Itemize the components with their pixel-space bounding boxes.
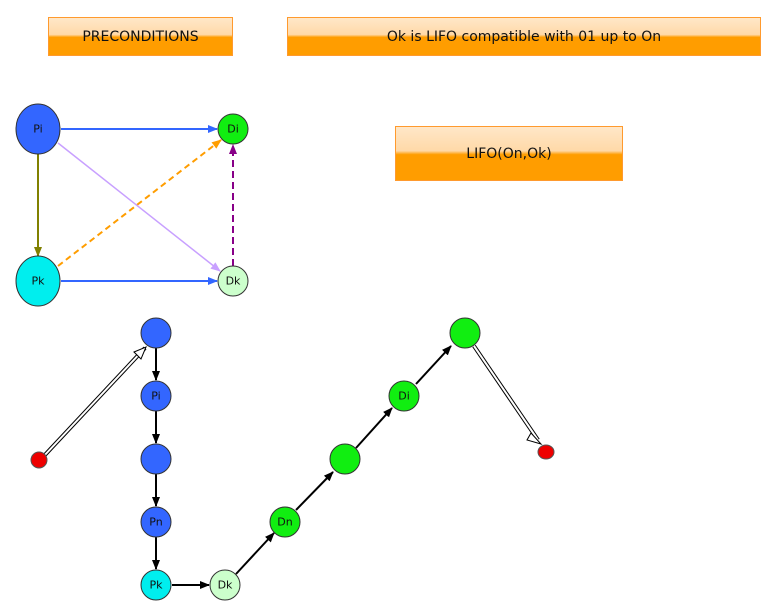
edge-pi-dk xyxy=(57,142,221,272)
lifo-label: LIFO(On,Ok) xyxy=(466,145,552,162)
node-pk-bottom-label: Pk xyxy=(149,579,163,592)
node-di-bottom-label: Di xyxy=(398,390,410,403)
node-di-bottom: Di xyxy=(388,380,420,412)
node-pi-label: Pi xyxy=(33,123,42,136)
node-di-label: Di xyxy=(227,123,239,136)
node-dn: Dn xyxy=(269,506,301,538)
node-dk-label: Dk xyxy=(226,275,241,288)
node-pi-bottom: Pi xyxy=(140,380,172,412)
node-pk: Pk xyxy=(15,255,61,307)
node-dn-label: Dn xyxy=(277,516,292,529)
node-start xyxy=(30,451,48,469)
lifo-compatible-label: Ok is LIFO compatible with 01 up to On xyxy=(386,28,662,45)
edge-start-top xyxy=(41,346,147,459)
node-pn: Pn xyxy=(140,506,172,538)
lifo-box: LIFO(On,Ok) xyxy=(395,126,623,181)
node-green-mid xyxy=(329,443,361,475)
edge-dk-dn xyxy=(235,532,275,575)
node-pi: Pi xyxy=(15,103,61,155)
node-pn-label: Pn xyxy=(149,516,162,529)
edge-g2-end xyxy=(472,344,543,445)
node-blue-mid xyxy=(140,443,172,475)
node-pk-bottom: Pk xyxy=(140,569,172,601)
edge-pk-di xyxy=(57,139,222,267)
preconditions-label: PRECONDITIONS xyxy=(82,28,199,45)
edge-dn-g1 xyxy=(295,471,334,511)
node-green-top xyxy=(449,317,481,349)
lifo-compatible-box: Ok is LIFO compatible with 01 up to On xyxy=(287,17,761,56)
edge-g1-di xyxy=(355,407,393,449)
node-pi-bottom-label: Pi xyxy=(151,390,160,403)
node-pk-label: Pk xyxy=(31,275,45,288)
node-dk: Dk xyxy=(217,265,249,297)
node-di: Di xyxy=(217,113,249,145)
node-blue-top xyxy=(140,317,172,349)
node-end xyxy=(537,444,555,460)
node-dk-bottom: Dk xyxy=(209,569,241,601)
node-dk-bottom-label: Dk xyxy=(218,579,233,592)
edge-di-g2 xyxy=(415,345,452,385)
preconditions-box: PRECONDITIONS xyxy=(48,17,233,56)
